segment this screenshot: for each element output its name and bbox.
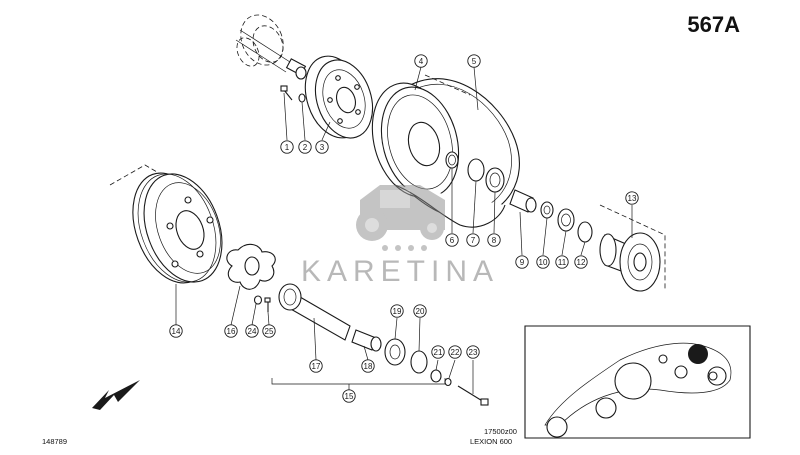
direction-arrow [92, 380, 140, 410]
callout-label: 9 [520, 258, 525, 267]
extension-line-top [424, 74, 471, 96]
callout-22: 22 [448, 345, 462, 359]
part-9-sleeve [509, 189, 537, 213]
callout-14: 14 [169, 324, 183, 338]
callout-label: 5 [472, 57, 477, 66]
callout-6: 6 [445, 233, 459, 247]
watermark-text: KARETINA [301, 255, 499, 288]
callout-17: 17 [309, 359, 323, 373]
callout-24: 24 [245, 324, 259, 338]
callout-label: 8 [492, 236, 497, 245]
part-15-coupling [226, 243, 276, 290]
part-1-bolt [280, 85, 293, 101]
shaft-stub [285, 58, 307, 80]
part-23-bolt [457, 385, 489, 406]
part-10-ring [540, 201, 554, 219]
callout-label: 19 [393, 307, 402, 316]
callout-9: 9 [515, 255, 529, 269]
callout-label: 10 [539, 258, 548, 267]
group-bracket-16 [271, 378, 446, 390]
callout-label: 21 [434, 348, 443, 357]
part-8-bearing [485, 167, 505, 193]
model-label: LEXION 600 [470, 437, 512, 446]
callout-label: 4 [419, 57, 424, 66]
leader-lines [175, 66, 633, 394]
extension-line-right [599, 204, 666, 290]
callout-23: 23 [466, 345, 480, 359]
part-20-circlip [410, 350, 428, 374]
part-24-washer [253, 295, 263, 305]
callout-label: 25 [265, 327, 274, 336]
callout-5: 5 [467, 54, 481, 68]
part-14-pulley [132, 172, 223, 284]
callout-label: 16 [227, 327, 236, 336]
callout-16: 16 [224, 324, 238, 338]
callout-18: 18 [361, 359, 375, 373]
callout-label: 1 [285, 143, 290, 152]
part-25-screw [264, 297, 271, 312]
callout-4: 4 [414, 54, 428, 68]
part-6-ring [445, 151, 459, 169]
callout-25: 25 [262, 324, 276, 338]
drawing-number: 148789 [42, 437, 67, 446]
inset-panel [524, 325, 751, 439]
watermark-logo [356, 185, 445, 251]
callout-12: 12 [574, 255, 588, 269]
part-11-bearing [557, 208, 575, 232]
part-4-pulley-large [371, 82, 460, 198]
callout-11: 11 [555, 255, 569, 269]
callout-21: 21 [431, 345, 445, 359]
callout-15: 15 [342, 389, 356, 403]
part-12-circlip [577, 221, 593, 243]
part-17-shaft [278, 283, 351, 341]
callout-label: 18 [364, 362, 373, 371]
callout-8: 8 [487, 233, 501, 247]
callout-label: 12 [577, 258, 586, 267]
callout-19: 19 [390, 304, 404, 318]
callout-label: 13 [628, 194, 637, 203]
callout-label: 22 [451, 348, 460, 357]
callout-label: 15 [345, 392, 354, 401]
part-22-washer [444, 377, 452, 387]
callout-20: 20 [413, 304, 427, 318]
callout-label: 7 [471, 236, 476, 245]
part-21-washer [430, 369, 442, 383]
page-code: 567A [687, 12, 740, 37]
callout-7: 7 [466, 233, 480, 247]
callout-1: 1 [280, 140, 294, 154]
callout-label: 24 [248, 327, 257, 336]
callout-label: 14 [172, 327, 181, 336]
callout-2: 2 [298, 140, 312, 154]
part-13-flange-hub [599, 232, 661, 292]
ref-code: 17500z00 [484, 427, 517, 436]
pulley-bracket-dashed [109, 164, 206, 201]
callout-3: 3 [315, 140, 329, 154]
callout-label: 17 [312, 362, 321, 371]
callout-label: 3 [320, 143, 325, 152]
part-19-bearing [384, 338, 406, 366]
callout-label: 11 [558, 258, 567, 267]
callout-label: 23 [469, 348, 478, 357]
callout-label: 2 [303, 143, 308, 152]
part-18-sleeve [351, 329, 382, 352]
part-2-washer [298, 93, 306, 103]
callout-13: 13 [625, 191, 639, 205]
callout-10: 10 [536, 255, 550, 269]
callout-label: 6 [450, 236, 455, 245]
top-hub-dashed [235, 14, 291, 73]
inset-highlight-pulley [688, 344, 708, 364]
part-3-pulley [304, 55, 374, 139]
callout-label: 20 [416, 307, 425, 316]
